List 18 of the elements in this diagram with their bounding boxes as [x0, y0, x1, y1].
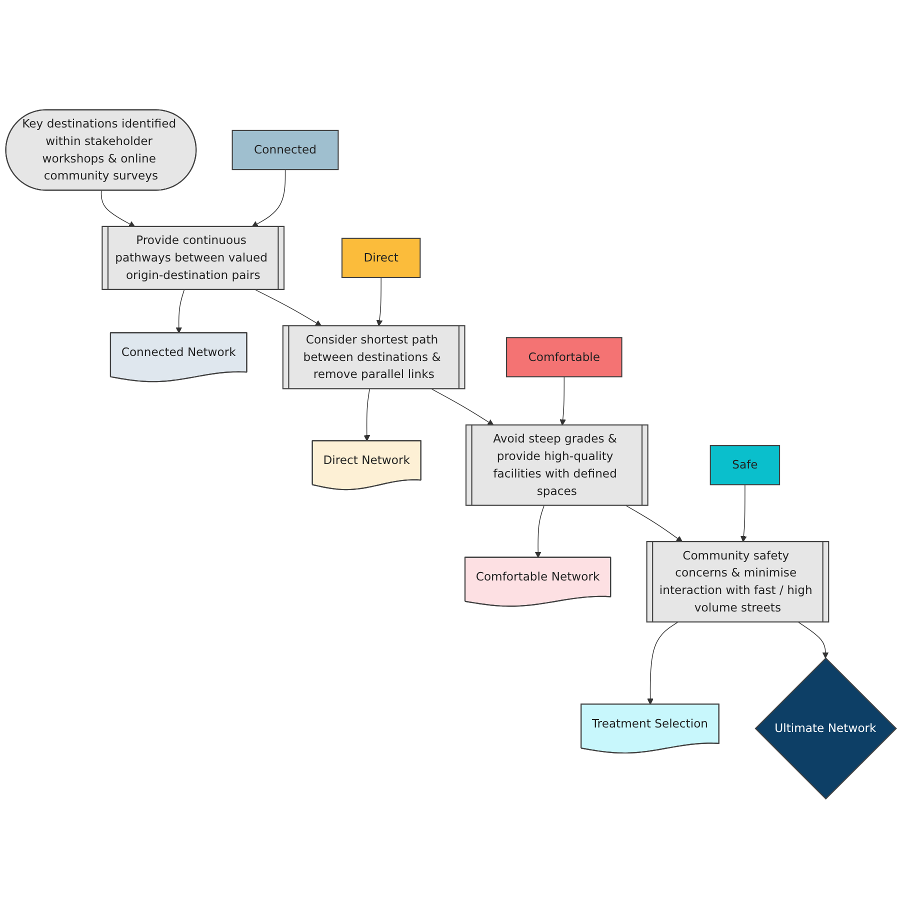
arrow [534, 505, 544, 558]
node-diamond: Ultimate Network [754, 658, 897, 800]
arrow [376, 277, 383, 326]
node-box: Connected [232, 130, 339, 170]
arrow [176, 290, 185, 334]
arrow [364, 388, 370, 442]
arrow [626, 505, 683, 542]
arrow [740, 484, 747, 542]
arrow [252, 169, 286, 228]
arrow [255, 290, 322, 326]
node-box: Safe [710, 445, 780, 486]
arrow [100, 190, 136, 228]
arrow [431, 388, 494, 426]
arrow [647, 622, 678, 705]
arrow [560, 376, 566, 426]
node-box: Direct [341, 238, 421, 278]
node-box: Comfortable [506, 337, 622, 378]
arrow [798, 622, 829, 659]
